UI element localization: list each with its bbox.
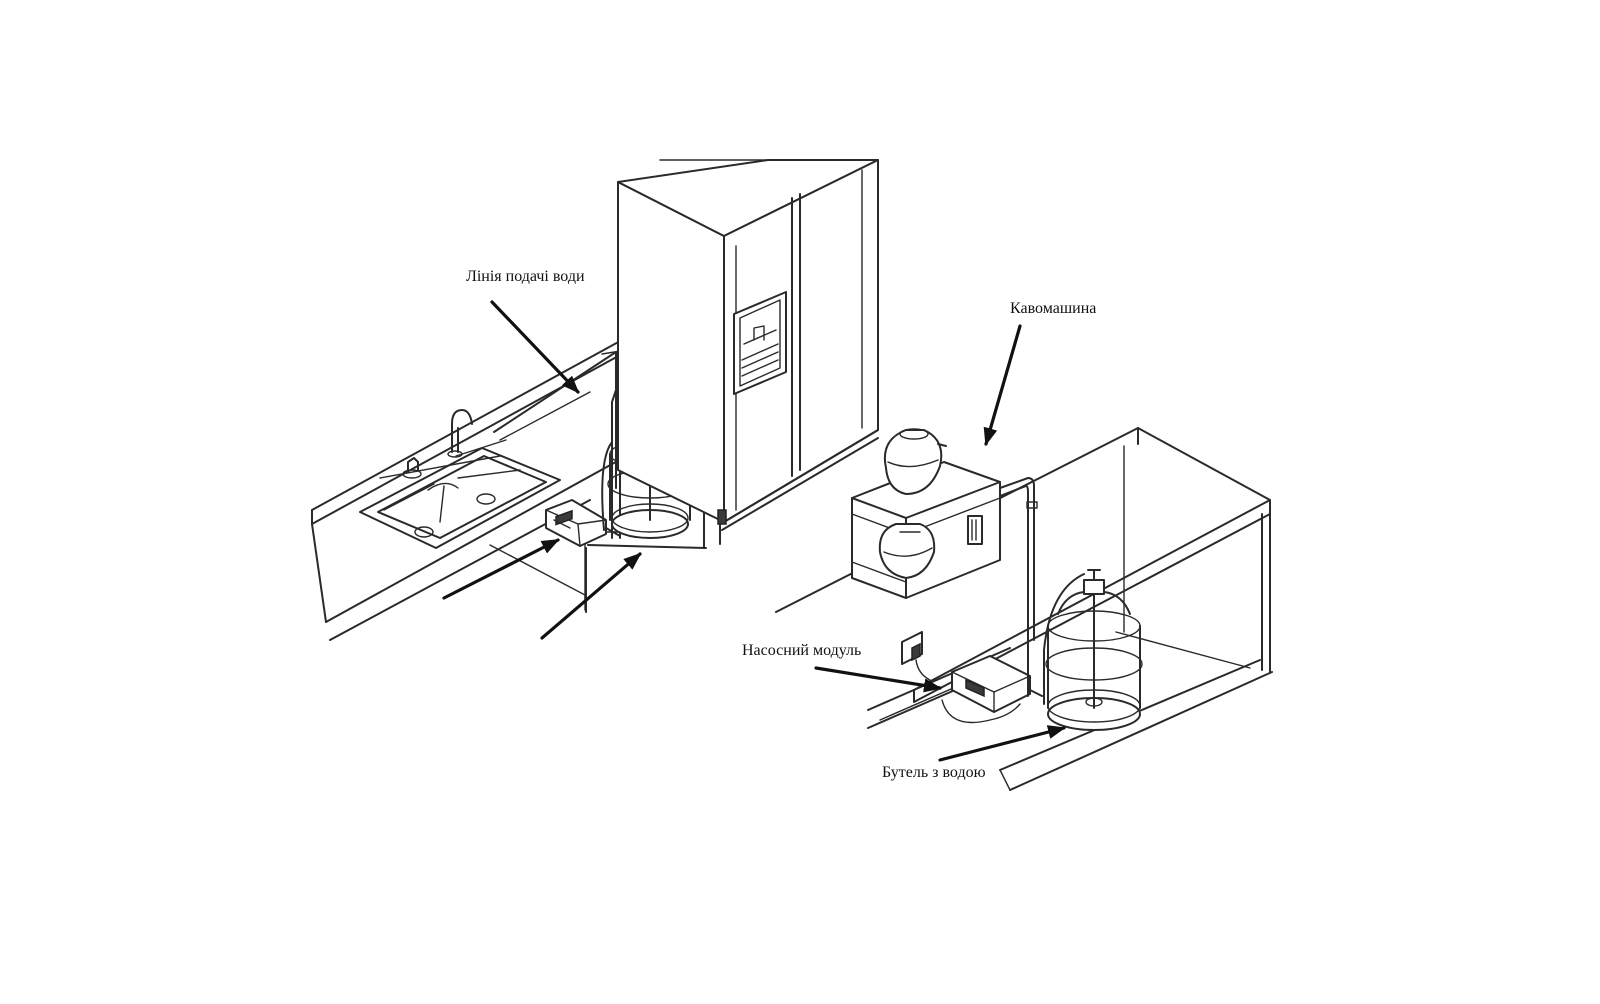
- coffee-machine: [851, 428, 1038, 641]
- arrow-coffee-machine: [983, 324, 1022, 446]
- wall-outlet: [901, 631, 931, 681]
- label-coffee-machine: Кавомашина: [1010, 300, 1097, 317]
- arrow-bottle-left: [540, 552, 642, 640]
- arrow-pump-module: [814, 666, 942, 693]
- faucet: [379, 409, 507, 479]
- refrigerator: [617, 159, 879, 531]
- arrow-water-bottle: [938, 725, 1066, 762]
- label-pump-module: Насосний модуль: [742, 642, 862, 659]
- callout-arrows: [442, 300, 1066, 762]
- label-water-bottle: Бутель з водою: [882, 764, 986, 781]
- arrow-pump-left: [442, 538, 560, 600]
- pump-module-left: [545, 499, 621, 547]
- sink: [359, 447, 561, 549]
- pump-module-right: [941, 639, 1043, 724]
- arrow-water-line: [490, 300, 580, 394]
- right-kitchen-counter: [775, 427, 1273, 791]
- water-bottle-right: [1043, 569, 1143, 731]
- label-water-line: Лінія подачі води: [466, 268, 585, 285]
